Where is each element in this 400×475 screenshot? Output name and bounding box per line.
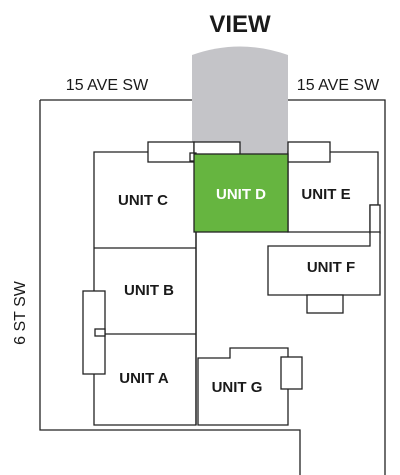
unit-f-label: UNIT F (307, 259, 355, 276)
street-label-left: 6 ST SW (12, 280, 29, 345)
unit-e-balcony (287, 141, 331, 163)
lot-outline (39, 99, 386, 475)
view-label: VIEW (209, 11, 271, 38)
unit-b-label: UNIT B (124, 282, 174, 299)
street-label-top-right: 15 AVE SW (297, 77, 380, 94)
unit-f-balcony (306, 294, 344, 314)
unit-c-label: UNIT C (118, 192, 168, 209)
unit-e-label: UNIT E (301, 186, 350, 203)
west-balcony-joint (94, 328, 106, 337)
unit-g-label: UNIT G (212, 379, 263, 396)
unit-g-balcony (280, 356, 303, 390)
unit-e-bay (369, 204, 381, 234)
unit-f-outline (267, 231, 381, 296)
unit-a-label: UNIT A (119, 370, 169, 387)
unit-c-balcony (147, 141, 195, 163)
unit-d-highlight[interactable] (193, 153, 289, 233)
unit-d-label: UNIT D (216, 186, 266, 203)
street-label-top-left: 15 AVE SW (66, 77, 149, 94)
unit-g-outline (197, 347, 289, 426)
view-cone (192, 46, 288, 163)
